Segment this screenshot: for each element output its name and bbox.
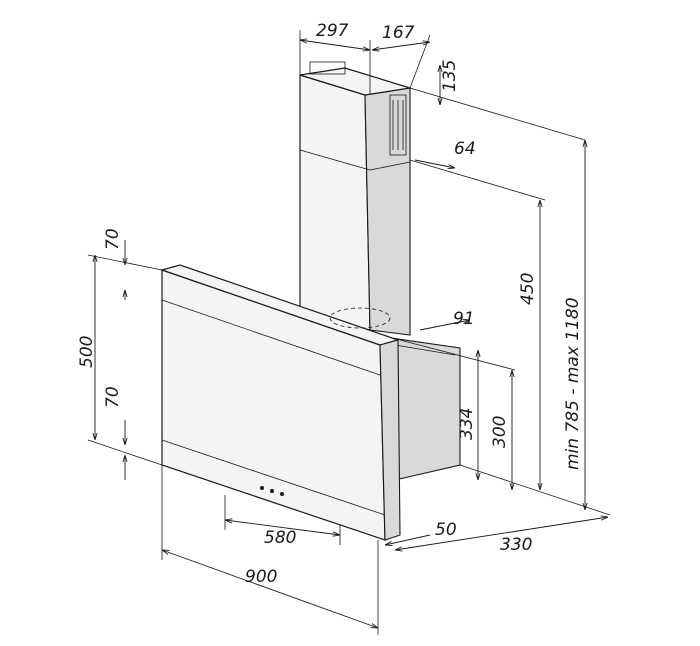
motor-box-edge (394, 344, 456, 356)
filter-outline (329, 307, 391, 329)
control-button (260, 486, 264, 490)
label-500: 500 (77, 336, 97, 368)
glass-bottom-band (161, 439, 386, 516)
dimension-labels: 297 167 135 64 450 min 785 - max 1180 70… (77, 21, 583, 587)
chimney-top-bracket (309, 61, 346, 75)
chimney (299, 61, 411, 336)
chimney-seam-side (369, 161, 411, 171)
ext-line (409, 34, 431, 89)
dimension-lines (87, 30, 611, 635)
label-70-top: 70 (103, 228, 123, 250)
ext-line (399, 339, 516, 371)
label-334: 334 (457, 408, 477, 440)
label-135: 135 (440, 60, 460, 92)
ext-line (409, 159, 546, 201)
dim-297 (300, 40, 370, 50)
label-167: 167 (382, 23, 415, 43)
label-580: 580 (264, 528, 296, 548)
ext-line (409, 87, 586, 141)
label-50: 50 (435, 520, 457, 540)
control-button (280, 492, 284, 496)
label-330: 330 (500, 535, 532, 555)
chimney-front-face (299, 74, 371, 331)
label-900: 900 (245, 567, 277, 587)
label-300: 300 (490, 416, 510, 448)
dim-330 (395, 517, 608, 550)
vent-grille (389, 94, 407, 156)
dim-91 (419, 320, 470, 331)
label-70-bottom: 70 (103, 386, 123, 408)
label-450: 450 (518, 273, 538, 305)
label-64: 64 (454, 139, 476, 159)
label-min-max: min 785 - max 1180 (563, 297, 583, 470)
control-button (270, 489, 274, 493)
ext-line (459, 464, 611, 516)
dim-580 (225, 520, 340, 535)
glass-top-band (161, 299, 381, 376)
ext-line (87, 439, 163, 466)
dim-64 (414, 159, 455, 168)
chimney-seam (299, 149, 371, 171)
dim-167 (372, 42, 430, 50)
label-297: 297 (316, 21, 349, 41)
label-91: 91 (453, 309, 475, 329)
dim-900 (162, 550, 378, 628)
